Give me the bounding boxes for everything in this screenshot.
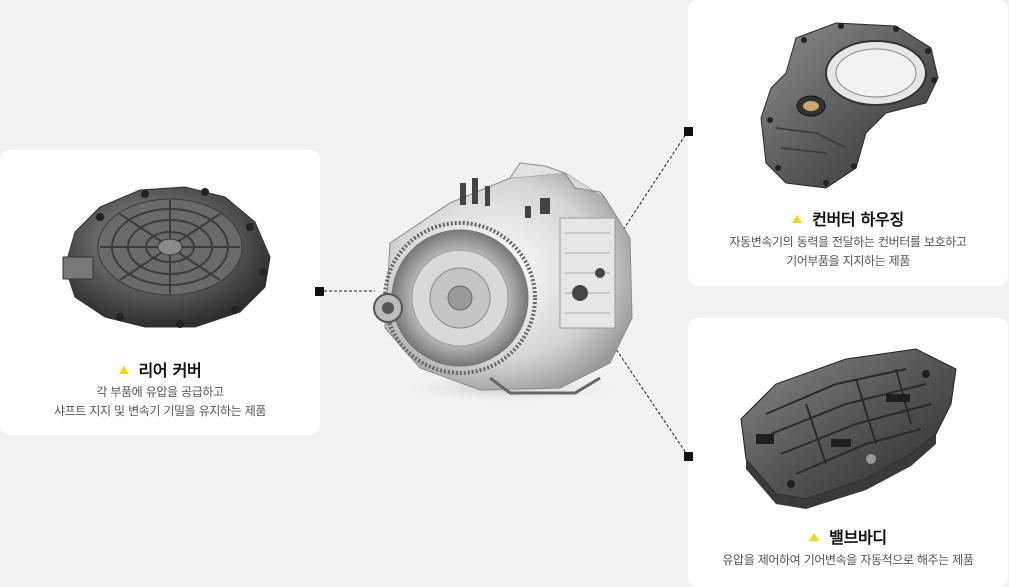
valve-body-description-line: 유압을 제어하여 기어변속을 자동적으로 해주는 제품: [722, 553, 974, 567]
rear-cover-image: [62, 186, 271, 328]
rear-cover-description-line: 각 부품에 유압을 공급하고: [96, 385, 224, 399]
yellow-triangle-icon: [118, 366, 129, 374]
valve-body-title: 밸브바디: [688, 524, 1008, 548]
valve-body-description: 유압을 제어하여 기어변속을 자동적으로 해주는 제품: [688, 551, 1008, 570]
valve-body-title-text: 밸브바디: [829, 528, 887, 547]
connector-dot-converter-housing: [684, 127, 693, 136]
rear-cover-card: 리어 커버 각 부품에 유압을 공급하고 샤프트 지지 및 변속기 기밀을 유지…: [0, 150, 320, 435]
rear-cover-title: 리어 커버: [0, 357, 320, 381]
connector-dot-rear-cover: [315, 287, 324, 296]
converter-housing-description-line: 기어부품을 지지하는 제품: [786, 254, 910, 268]
rear-cover-title-text: 리어 커버: [138, 361, 202, 380]
valve-body-image: [740, 348, 957, 509]
converter-housing-description-line: 자동변속기의 동력을 전달하는 컨버터를 보호하고: [729, 235, 967, 249]
transmission-image: [373, 162, 633, 404]
valve-body-card: 밸브바디 유압을 제어하여 기어변속을 자동적으로 해주는 제품: [688, 318, 1008, 587]
connector-dot-valve-body: [684, 452, 693, 461]
yellow-triangle-icon: [792, 215, 803, 223]
converter-housing-title-text: 컨버터 하우징: [812, 210, 904, 229]
converter-housing-image: [760, 22, 939, 189]
rear-cover-description-line: 샤프트 지지 및 변속기 기밀을 유지하는 제품: [53, 404, 266, 418]
converter-housing-title: 컨버터 하우징: [688, 206, 1008, 230]
yellow-triangle-icon: [809, 533, 820, 541]
converter-housing-card: 컨버터 하우징 자동변속기의 동력을 전달하는 컨버터를 보호하고 기어부품을 …: [688, 0, 1008, 286]
converter-housing-description: 자동변속기의 동력을 전달하는 컨버터를 보호하고 기어부품을 지지하는 제품: [688, 233, 1008, 271]
rear-cover-description: 각 부품에 유압을 공급하고 샤프트 지지 및 변속기 기밀을 유지하는 제품: [0, 383, 320, 421]
